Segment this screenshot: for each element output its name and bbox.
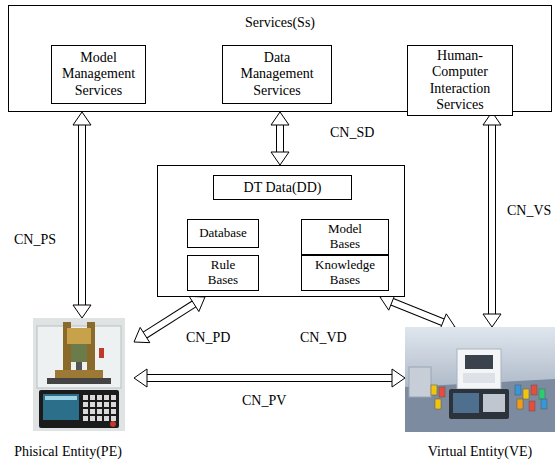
arrow-shaft-fill	[489, 125, 495, 314]
box-label: Rule Bases	[196, 258, 250, 288]
box-label: Data Management Services	[233, 50, 321, 98]
connector-label: CN_VD	[300, 330, 347, 346]
box-label: Knowledge Bases	[312, 258, 378, 288]
arrow-head	[189, 296, 205, 311]
arrow-head	[271, 152, 289, 165]
virtual-scene-render	[405, 327, 555, 432]
arrow-shaft-fill	[277, 125, 283, 152]
arrow-head	[271, 112, 289, 125]
arrow-head	[392, 369, 405, 387]
connector-label: CN_PD	[186, 330, 230, 346]
box-label: Human-Computer Interaction Services	[410, 48, 510, 112]
hollow-double-arrow	[483, 112, 501, 327]
data-base-box: Model Bases	[301, 219, 389, 255]
services-group: Services(Ss) Model Management Services Dat…	[8, 5, 552, 112]
entity-caption: Virtual Entity(VE)	[428, 444, 533, 460]
service-box: Human-Computer Interaction Services	[407, 45, 513, 116]
data-base-box: Database	[187, 219, 259, 248]
arrow-head	[134, 327, 150, 342]
arrow-shaft-outline	[147, 374, 392, 382]
arrow-shaft-fill	[79, 125, 85, 305]
hollow-double-arrow	[380, 293, 455, 330]
data-base-box: Rule Bases	[187, 255, 259, 291]
arrow-shaft-outline	[276, 125, 284, 152]
arrow-shaft-fill	[392, 302, 443, 322]
service-box: Data Management Services	[222, 45, 332, 104]
hollow-double-arrow	[271, 112, 289, 165]
connector-label: CN_SD	[330, 125, 374, 141]
service-box: Model Management Services	[51, 45, 146, 104]
physical-entity: Phisical Entity(PE)	[2, 318, 134, 460]
arrow-head	[73, 305, 91, 318]
group-heading: DT Data(DD)	[213, 175, 352, 200]
connector-label-holder: CN_SD	[330, 125, 374, 141]
cnc-machine-photo	[33, 318, 125, 431]
box-label: Model Bases	[312, 222, 378, 252]
arrow-shaft-outline	[392, 302, 443, 322]
box-label: Database	[199, 226, 247, 241]
connector-label-holder: CN_VD	[300, 330, 347, 346]
arrow-head	[483, 314, 501, 327]
virtual-entity: Virtual Entity(VE)	[405, 327, 555, 460]
arrow-head	[134, 369, 147, 387]
entity-caption: Phisical Entity(PE)	[14, 444, 122, 460]
connector-label-holder: CN_PS	[14, 232, 56, 248]
hollow-double-arrow	[73, 112, 91, 318]
box-label: Model Management Services	[54, 50, 143, 98]
data-base-box: Knowledge Bases	[301, 255, 389, 291]
data-group: DT Data(DD) Database Model BasesRule Bases…	[157, 165, 405, 297]
group-heading: Services(Ss)	[9, 6, 551, 31]
arrow-shaft-fill	[147, 375, 392, 381]
arrow-shaft-outline	[78, 125, 86, 305]
connector-label: CN_VS	[507, 203, 551, 219]
connector-label-holder: CN_VS	[507, 203, 551, 219]
connector-label: CN_PS	[14, 232, 56, 248]
connector-label: CN_PV	[242, 393, 286, 409]
arrow-head	[73, 112, 91, 125]
connector-label-holder: CN_PV	[242, 393, 286, 409]
connector-label-holder: CN_PD	[186, 330, 230, 346]
hollow-double-arrow	[134, 369, 405, 387]
arrow-shaft-outline	[488, 125, 496, 314]
